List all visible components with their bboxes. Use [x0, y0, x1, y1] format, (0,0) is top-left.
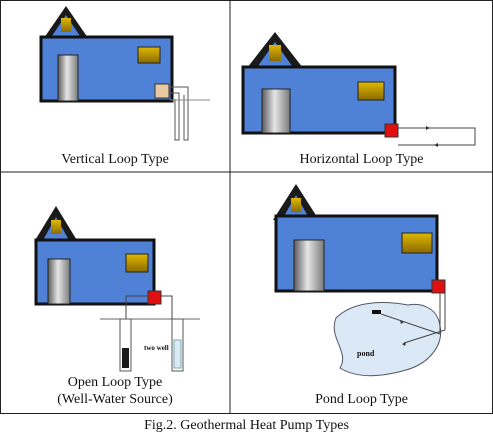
heat-pump — [147, 290, 162, 305]
vertical-loop-caption: Vertical Loop Type — [61, 152, 169, 167]
open-loop-caption-line2: (Well-Water Source) — [57, 392, 173, 407]
pond-loop-pipes — [380, 293, 446, 344]
house — [39, 6, 174, 103]
attic-window — [291, 198, 301, 212]
flow-arrow — [426, 126, 430, 130]
well-label: two well — [144, 344, 169, 352]
door — [47, 258, 71, 305]
window — [137, 46, 161, 64]
pond-loop-panel: pond — [273, 184, 446, 377]
flow-arrow — [402, 342, 406, 346]
door — [57, 54, 79, 102]
door — [261, 88, 291, 134]
heat-pump — [431, 279, 446, 294]
pond-coil — [372, 310, 381, 314]
horizontal-loop-pipes — [398, 127, 476, 146]
figure-caption: Fig.2. Geothermal Heat Pump Types — [144, 418, 349, 433]
supply-well — [119, 318, 132, 372]
flow-arrow — [400, 320, 404, 324]
return-well — [171, 318, 184, 372]
house — [241, 32, 397, 135]
flow-arrow — [434, 143, 438, 147]
vertical-loop-panel — [39, 6, 210, 141]
pond-label: pond — [357, 349, 375, 358]
well-pipes — [125, 295, 173, 319]
attic-window — [61, 18, 71, 32]
window — [125, 253, 149, 273]
attic-window — [269, 45, 281, 61]
vertical-loop-pipes — [169, 86, 189, 141]
heat-pump — [154, 83, 170, 99]
house — [34, 206, 156, 306]
pond — [333, 302, 442, 377]
horizontal-loop-caption: Horizontal Loop Type — [299, 152, 424, 167]
open-loop-panel: two well — [34, 206, 200, 372]
window — [357, 81, 385, 101]
house — [273, 184, 439, 293]
pond-loop-caption: Pond Loop Type — [315, 392, 408, 407]
attic-window — [51, 220, 61, 234]
door — [293, 239, 325, 292]
horizontal-loop-panel — [241, 32, 476, 147]
open-loop-caption-line1: Open Loop Type — [67, 375, 163, 390]
heat-pump — [384, 123, 399, 138]
window — [401, 232, 433, 254]
